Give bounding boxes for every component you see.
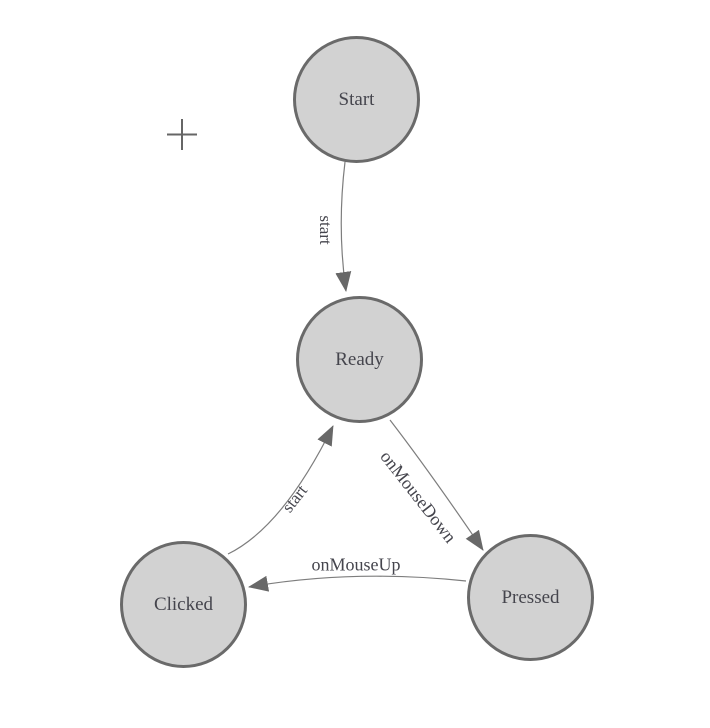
state-label-clicked: Clicked xyxy=(153,593,214,615)
transition-start-to-ready[interactable] xyxy=(335,161,352,292)
state-node-pressed[interactable]: Pressed xyxy=(467,534,594,661)
state-node-clicked[interactable]: Clicked xyxy=(120,541,247,668)
transition-clicked-to-ready[interactable] xyxy=(227,425,334,555)
state-label-pressed: Pressed xyxy=(501,586,560,608)
transition-pressed-to-clicked[interactable] xyxy=(248,575,467,592)
crosshair-cursor-icon xyxy=(167,119,197,150)
transition-label-start-to-ready: start xyxy=(316,215,335,245)
transition-ready-to-pressed[interactable] xyxy=(389,419,484,551)
state-label-start: Start xyxy=(338,88,375,110)
state-label-ready: Ready xyxy=(335,348,384,370)
transition-label-onmouseup: onMouseUp xyxy=(311,554,401,575)
state-node-start[interactable]: Start xyxy=(293,36,420,163)
state-node-ready[interactable]: Ready xyxy=(296,296,423,423)
